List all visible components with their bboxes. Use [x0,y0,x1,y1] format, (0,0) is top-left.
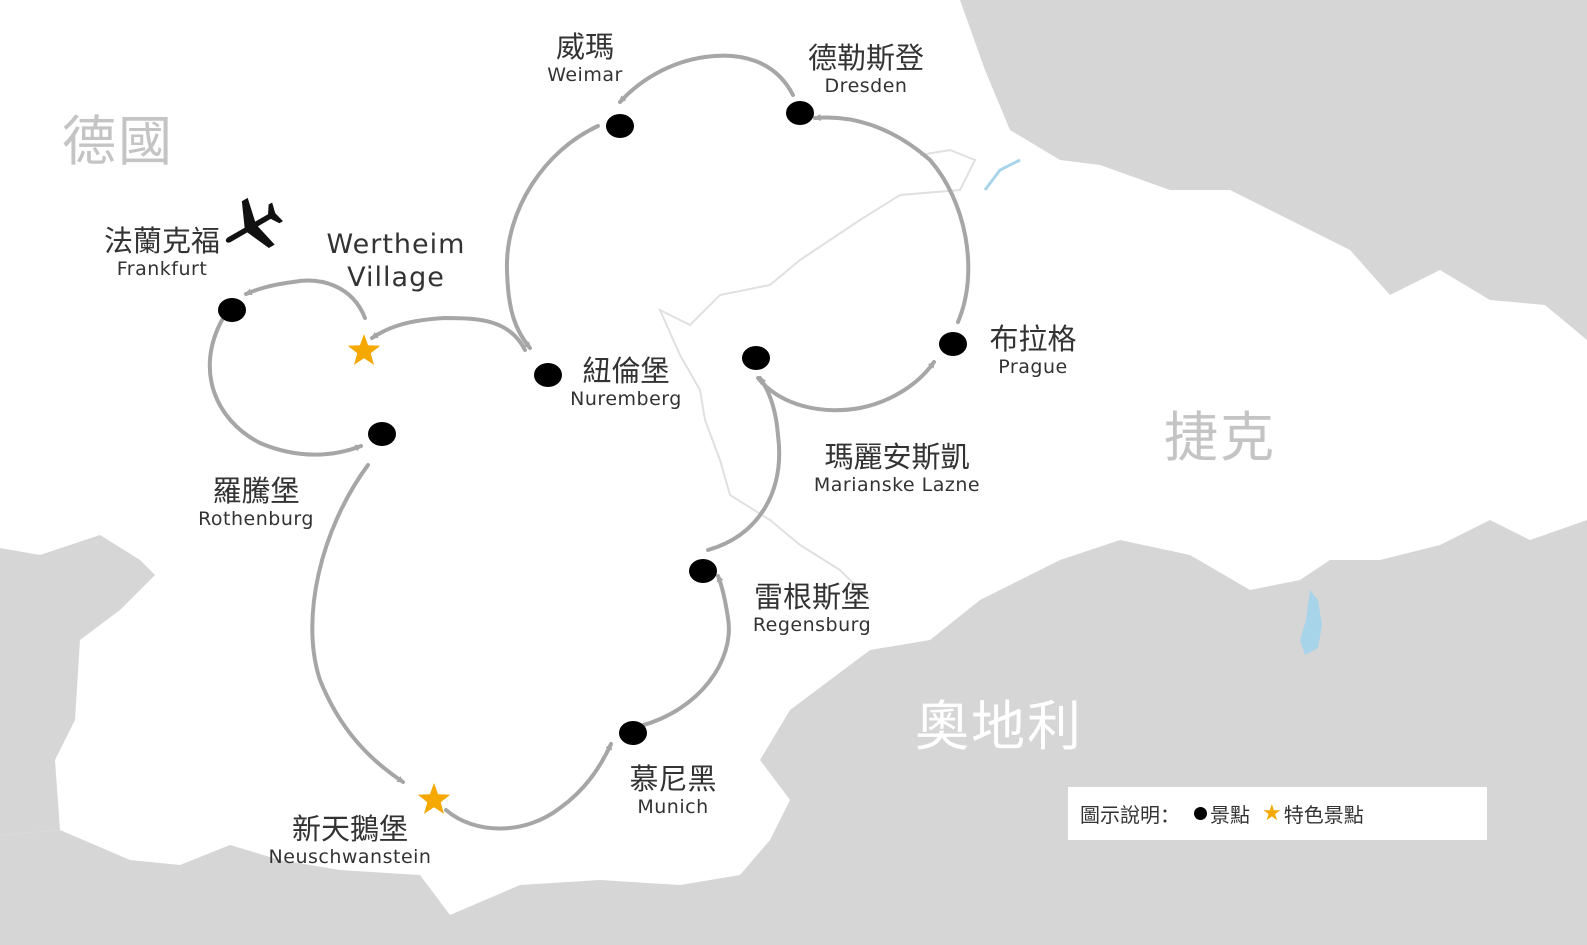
river-north [983,158,1021,191]
label-weimar-zh: 威瑪 [555,30,615,64]
arc-weimar-nuremberg [504,124,600,350]
label-weimar-en: Weimar [547,64,623,86]
label-prague-zh: 布拉格 [989,322,1077,356]
label-munich: 慕尼黑 Munich [629,762,716,818]
arc-nuremberg-wertheim [370,315,527,352]
border-de-cz [657,148,977,601]
label-prague: 布拉格 Prague [989,322,1076,378]
label-munich-zh: 慕尼黑 [629,762,717,796]
country-label-germany: 德國 [62,110,174,173]
marker-rothenburg [368,422,396,446]
marker-weimar [606,114,634,138]
marker-nuremberg [534,363,562,387]
label-nuremberg-en: Nuremberg [570,388,682,410]
stop-markers [218,101,967,814]
label-frankfurt: 法蘭克福 Frankfurt [104,224,220,280]
star-neuschwanstein [417,783,451,814]
arc-prague-dresden [813,114,971,324]
arc-dresden-weimar [618,53,795,104]
land-north [960,0,1587,340]
label-marianske: 瑪麗安斯凱 Marianske Lazne [814,440,980,496]
label-marianske-zh: 瑪麗安斯凱 [824,440,970,474]
label-prague-en: Prague [998,356,1068,378]
arc-rothenburg-neuschwanstein [310,463,405,784]
map-legend: 圖示說明： 景點 ★ 特色景點 [1068,787,1487,840]
arc-wertheim-frankfurt [244,278,367,320]
marker-frankfurt [218,298,246,322]
label-rothenburg-en: Rothenburg [198,508,314,530]
arc-marianske-prague [756,360,936,413]
legend-title: 圖示說明： [1080,803,1180,827]
label-nuremberg-zh: 紐倫堡 [582,354,670,388]
marker-marianske [742,346,770,370]
marker-prague [939,332,967,356]
label-weimar: 威瑪 Weimar [547,30,623,86]
label-dresden-zh: 德勒斯登 [807,41,925,75]
label-neuschwanstein-en: Neuschwanstein [268,846,432,868]
country-label-austria: 奧地利 [915,695,1083,758]
label-wertheim: Wertheim Village [327,228,466,294]
country-label-czech: 捷克 [1164,406,1276,469]
legend-sight-label: 景點 [1210,803,1250,827]
star-icon: ★ [1262,801,1282,826]
arc-munich-regensburg [638,574,731,728]
label-regensburg-zh: 雷根斯堡 [753,580,870,614]
lake [1300,590,1322,655]
label-dresden: 德勒斯登 Dresden [808,41,924,97]
route-arcs [207,53,971,831]
legend-featured-label: 特色景點 [1283,803,1364,827]
label-neuschwanstein: 新天鵝堡 Neuschwanstein [269,812,432,868]
label-marianske-en: Marianske Lazne [813,474,981,496]
label-frankfurt-en: Frankfurt [116,258,208,280]
label-wertheim-en: Wertheim Village [326,229,466,293]
label-rothenburg-zh: 羅騰堡 [212,474,300,508]
arc-neuschwanstein-munich [444,742,613,831]
label-rothenburg: 羅騰堡 Rothenburg [198,474,314,530]
marker-regensburg [689,559,717,583]
marker-munich [619,721,647,745]
label-munich-en: Munich [637,796,709,818]
arc-frankfurt-rothenburg [207,318,363,457]
label-regensburg-en: Regensburg [752,614,872,636]
label-nuremberg: 紐倫堡 Nuremberg [570,354,682,410]
label-regensburg: 雷根斯堡 Regensburg [753,580,871,636]
airplane-icon [225,197,283,249]
label-frankfurt-zh: 法蘭克福 [103,224,221,258]
star-wertheim [347,334,381,365]
label-dresden-en: Dresden [824,75,908,97]
label-neuschwanstein-zh: 新天鵝堡 [291,812,409,846]
dot-icon [1194,807,1207,820]
marker-dresden [786,101,814,125]
land-west [0,535,155,835]
arc-regensburg-marianske [706,376,782,552]
